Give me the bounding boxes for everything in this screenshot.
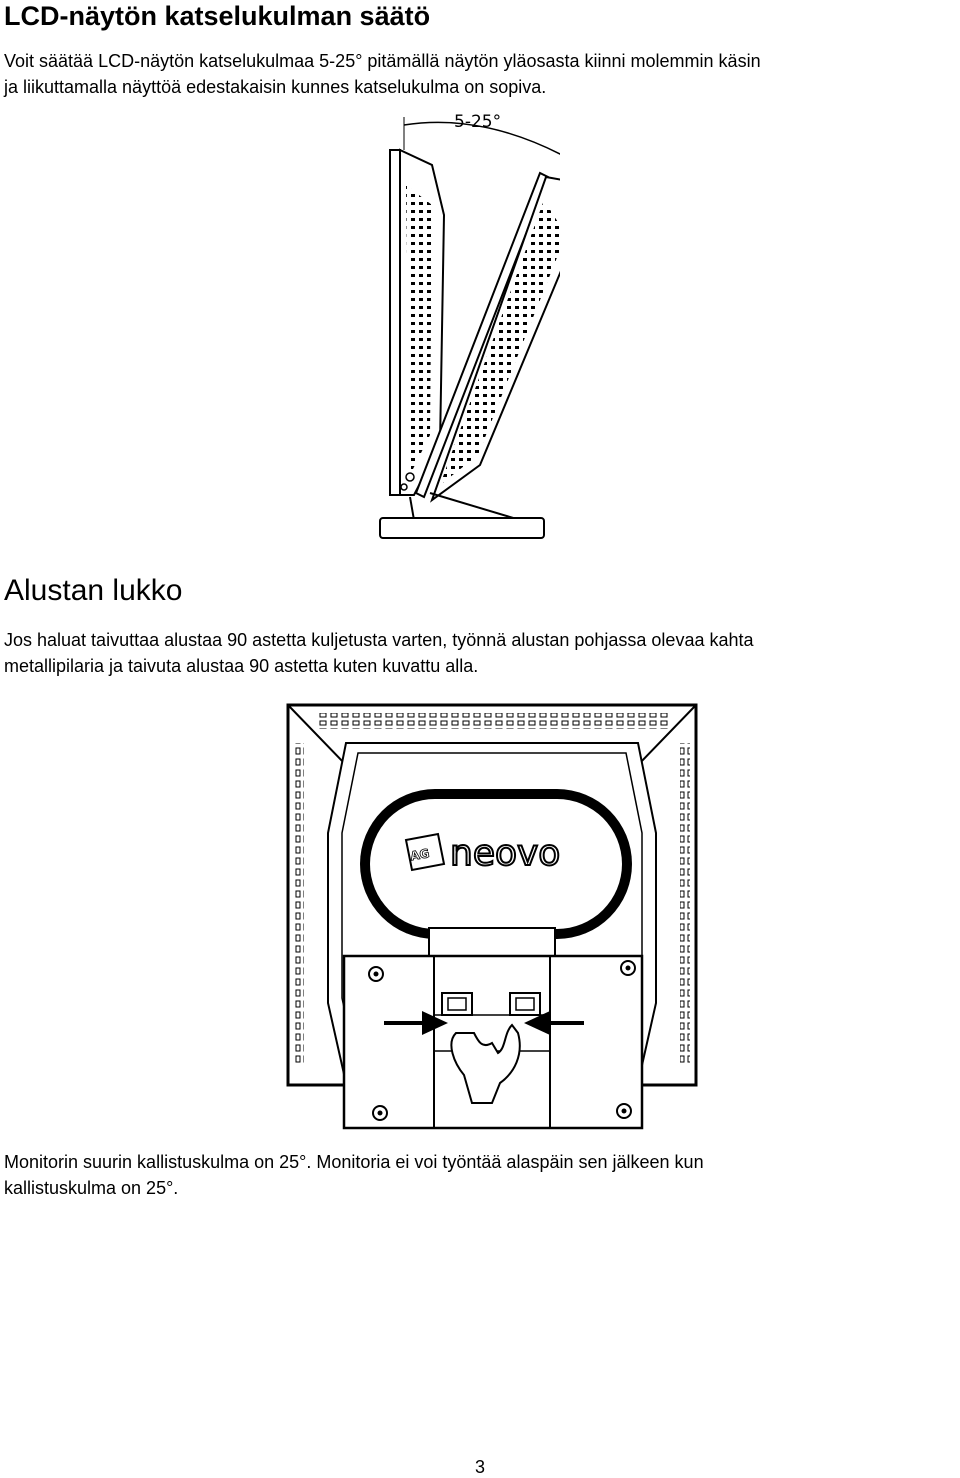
tilt-angle-diagram: 5-25° <box>379 112 560 539</box>
angle-label: 5-25° <box>454 112 501 132</box>
section-heading: Alustan lukko <box>4 574 183 607</box>
tilt-limit-note: Monitorin suurin kallistuskulma on 25°. … <box>4 1149 704 1201</box>
stand-lock-diagram: AG neovo <box>286 703 698 1130</box>
tilt-instructions: Voit säätää LCD-näytön katselukulmaa 5-2… <box>4 48 761 100</box>
text-line: Voit säätää LCD-näytön katselukulmaa 5-2… <box>4 51 761 71</box>
push-arrow-icons <box>384 1011 584 1035</box>
monitor-stand <box>379 492 545 539</box>
page-number: 3 <box>474 1457 485 1477</box>
text-line: Jos haluat taivuttaa alustaa 90 astetta … <box>4 630 754 650</box>
lock-pins <box>433 992 551 1052</box>
logo-text: neovo <box>450 833 560 874</box>
page-heading: LCD-näytön katselukulman säätö <box>4 1 431 31</box>
logo-badge: AG <box>409 846 430 863</box>
monitor-upright <box>389 148 446 496</box>
hand-icon <box>450 1023 521 1104</box>
screw-icons <box>368 960 636 1121</box>
stand-lock-instructions: Jos haluat taivuttaa alustaa 90 astetta … <box>4 627 754 679</box>
text-line: kallistuskulma on 25°. <box>4 1178 179 1198</box>
text-line: metallipilaria ja taivuta alustaa 90 ast… <box>4 656 479 676</box>
monitor-tilted <box>414 171 560 503</box>
brand-logo: AG neovo <box>404 832 561 875</box>
text-line: Monitorin suurin kallistuskulma on 25°. … <box>4 1152 704 1172</box>
text-line: ja liikuttamalla näyttöä edestakaisin ku… <box>4 77 547 97</box>
